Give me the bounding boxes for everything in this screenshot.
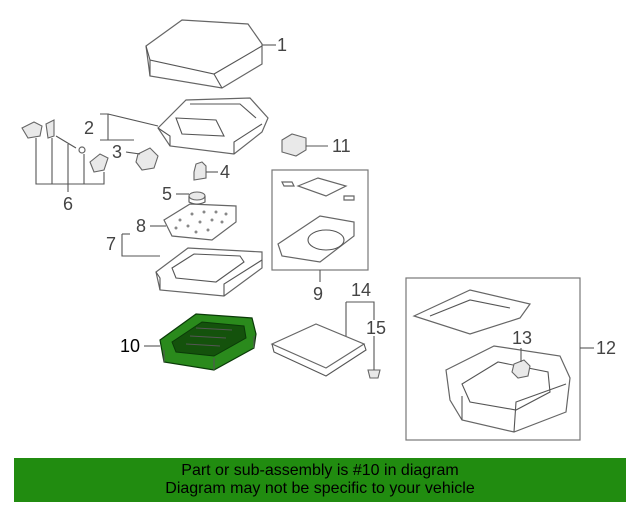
callout-15: 15 xyxy=(366,318,386,338)
part-3-latch xyxy=(135,147,159,171)
part-10-highlighted xyxy=(159,313,257,371)
part-13-insert xyxy=(511,359,531,379)
callout-5: 5 xyxy=(162,184,172,204)
callout-2: 2 xyxy=(84,118,94,138)
callout-13: 13 xyxy=(512,328,532,348)
part-1-lid xyxy=(145,19,263,89)
part-11-clip xyxy=(281,133,307,157)
part-12-console xyxy=(412,289,571,433)
callout-4: 4 xyxy=(220,162,230,182)
info-banner: Part or sub-assembly is #10 in diagram D… xyxy=(14,458,626,502)
callout-7: 7 xyxy=(106,234,116,254)
callout-1: 1 xyxy=(277,35,287,55)
bracket-14 xyxy=(346,301,375,320)
callout-10: 10 xyxy=(120,336,140,356)
part-2-lid-assembly xyxy=(157,97,269,155)
part-14-panel xyxy=(270,323,367,377)
callout-3: 3 xyxy=(112,142,122,162)
leader-3 xyxy=(125,151,141,155)
callout-14: 14 xyxy=(351,280,371,300)
part-4-bumper xyxy=(193,161,207,181)
callout-9: 9 xyxy=(313,284,323,304)
leader-2a xyxy=(107,113,159,127)
part-7-armrest-base xyxy=(155,247,263,297)
banner-line-1: Part or sub-assembly is #10 in diagram xyxy=(181,462,459,479)
callout-12: 12 xyxy=(596,338,616,358)
box-12 xyxy=(405,277,581,441)
callout-11: 11 xyxy=(332,136,351,156)
callout-8: 8 xyxy=(136,216,146,236)
callout-6: 6 xyxy=(63,194,73,214)
part-9-assembly xyxy=(277,177,355,263)
bracket-2 xyxy=(100,113,109,141)
part-8-pad xyxy=(163,203,237,241)
bracket-6 xyxy=(35,138,105,185)
bracket-7 xyxy=(121,234,160,257)
part-15-screw xyxy=(367,362,381,379)
banner-line-2: Diagram may not be specific to your vehi… xyxy=(165,480,475,497)
part-5-grommet xyxy=(188,191,206,205)
part-6-hinge-set xyxy=(21,119,109,173)
